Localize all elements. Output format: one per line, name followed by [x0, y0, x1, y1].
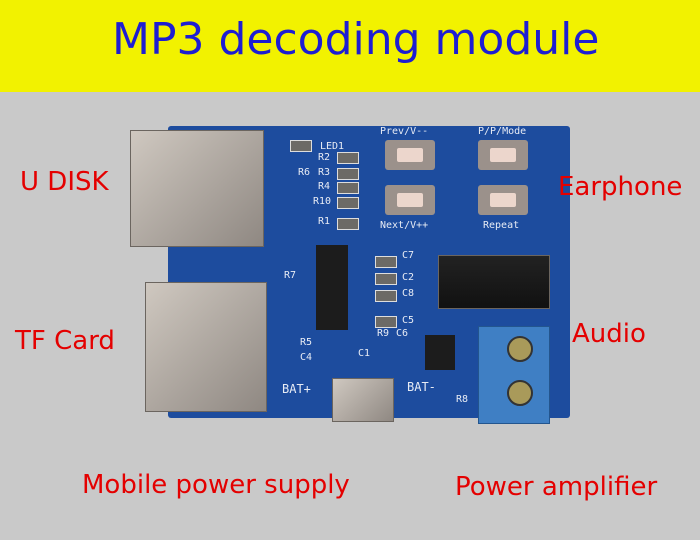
silk-r1: R1	[318, 216, 331, 227]
silk-r9: R9	[377, 328, 390, 339]
pp-mode-button	[478, 140, 528, 170]
silk-pp-mode: P/P/Mode	[478, 126, 527, 137]
silk-prev: Prev/V--	[380, 126, 429, 137]
prev-button	[385, 140, 435, 170]
amplifier-chip	[425, 335, 455, 370]
label-audio: Audio	[572, 319, 646, 349]
label-u-disk: U DISK	[20, 167, 109, 197]
silk-bat-minus: BAT-	[407, 380, 436, 394]
silk-r10: R10	[313, 196, 332, 207]
earphone-jack	[438, 255, 550, 309]
silk-bat-plus: BAT+	[282, 382, 311, 396]
silk-c7: C7	[402, 250, 415, 261]
silk-c1: C1	[358, 348, 371, 359]
usb-port	[130, 130, 264, 247]
resistor	[337, 168, 359, 180]
capacitor	[375, 316, 397, 328]
silk-r5: R5	[300, 337, 313, 348]
label-earphone: Earphone	[558, 172, 683, 202]
resistor	[337, 152, 359, 164]
silk-r2: R2	[318, 152, 331, 163]
silk-r6: R6	[298, 167, 311, 178]
silk-c5: C5	[402, 315, 415, 326]
screw-icon	[507, 380, 533, 406]
label-tf-card: TF Card	[15, 326, 115, 356]
page-title: MP3 decoding module	[112, 14, 600, 65]
next-button	[385, 185, 435, 215]
capacitor	[375, 290, 397, 302]
silk-c2: C2	[402, 272, 415, 283]
decoder-chip	[316, 245, 348, 330]
micro-usb-port	[332, 378, 394, 422]
capacitor	[375, 256, 397, 268]
silk-c4: C4	[300, 352, 313, 363]
silk-led1: LED1	[320, 141, 345, 152]
label-power-amplifier: Power amplifier	[455, 472, 658, 502]
silk-next: Next/V++	[380, 220, 429, 231]
label-mobile-power-supply: Mobile power supply	[82, 470, 350, 500]
silk-r4: R4	[318, 181, 331, 192]
led1-component	[290, 140, 312, 152]
tf-card-slot	[145, 282, 267, 412]
silk-c8: C8	[402, 288, 415, 299]
silk-r3: R3	[318, 167, 331, 178]
silk-r8: R8	[456, 394, 469, 405]
silk-repeat: Repeat	[483, 220, 520, 231]
resistor	[337, 182, 359, 194]
resistor	[337, 197, 359, 209]
silk-c6: C6	[396, 328, 409, 339]
capacitor	[375, 273, 397, 285]
title-banner	[0, 0, 700, 92]
screw-icon	[507, 336, 533, 362]
silk-r7: R7	[284, 270, 297, 281]
resistor	[337, 218, 359, 230]
repeat-button	[478, 185, 528, 215]
